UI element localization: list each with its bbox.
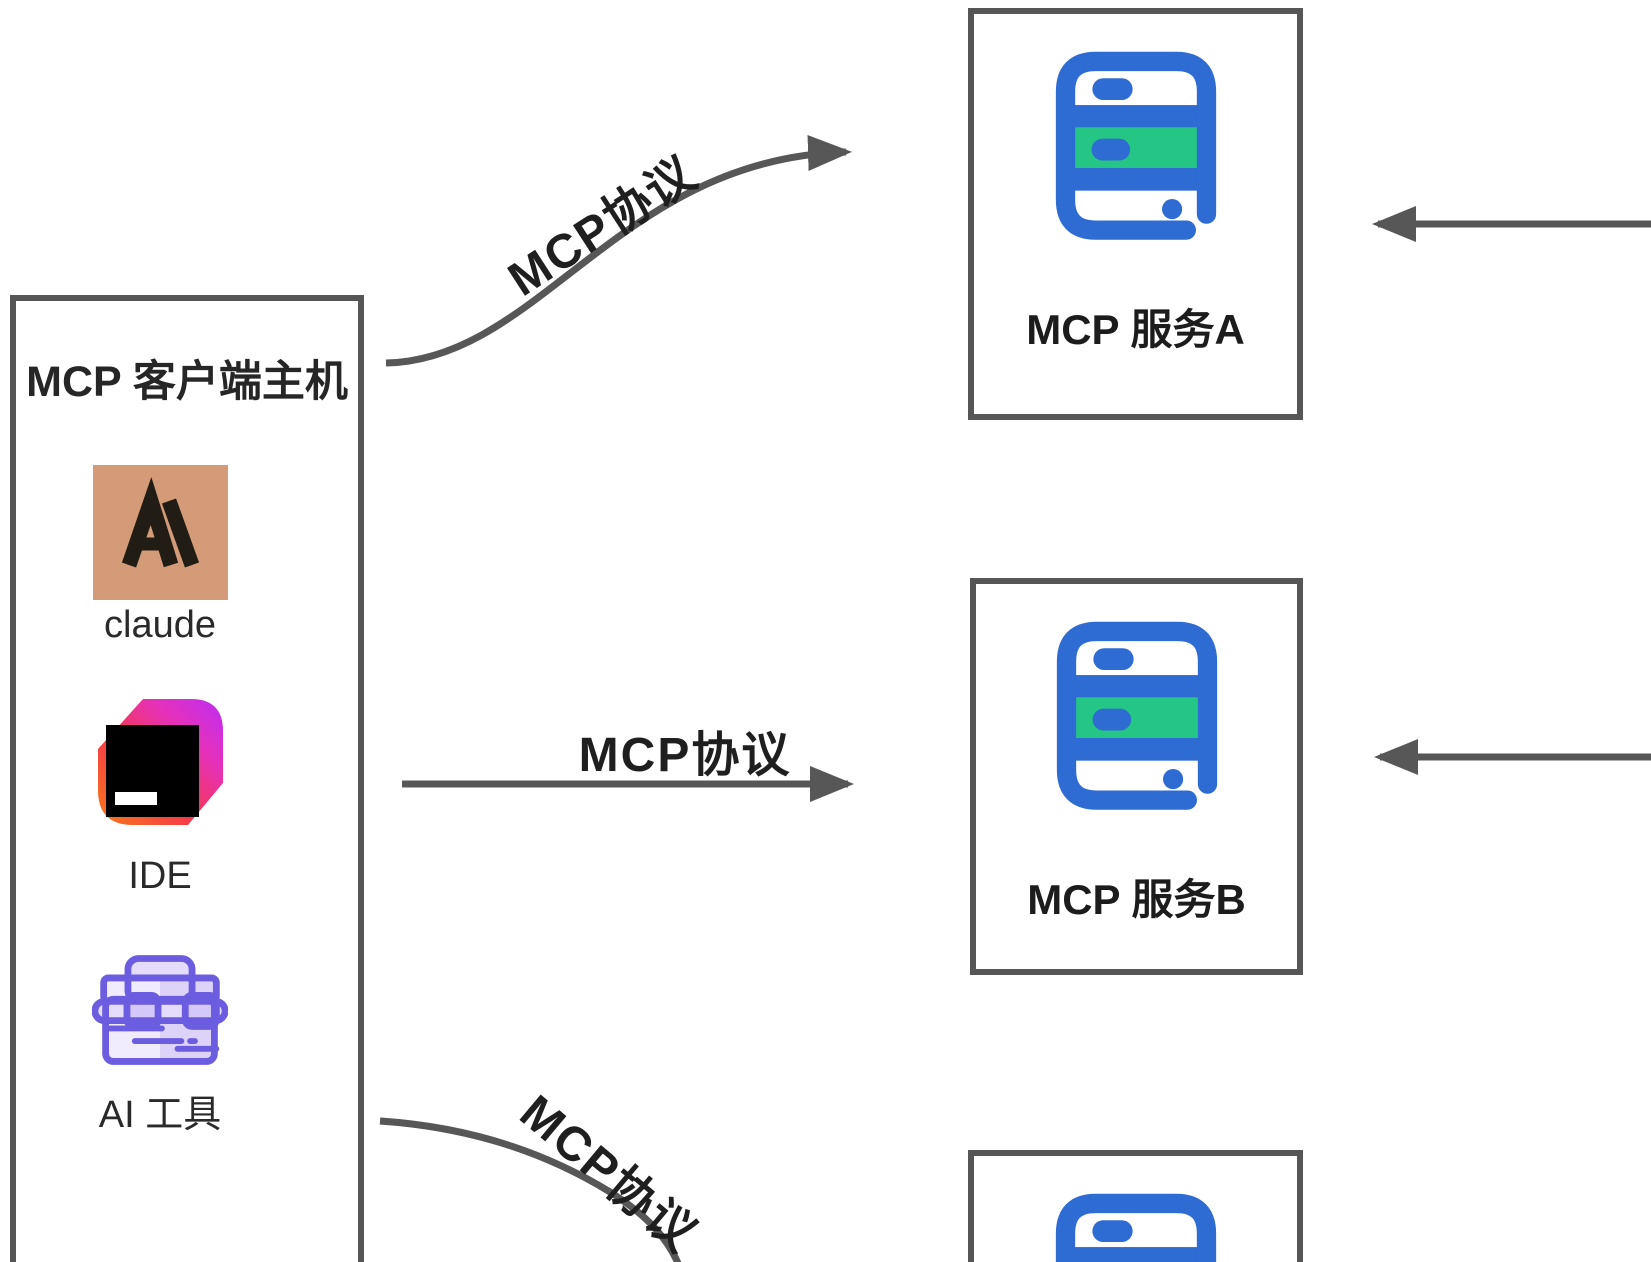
client-item-claude: claude: [75, 465, 245, 647]
server-icon: [1052, 1190, 1220, 1262]
client-host-box: MCP 客户端主机 claude: [10, 295, 364, 1262]
client-item-ai-tools: AI 工具: [75, 950, 245, 1137]
client-host-title: MCP 客户端主机: [26, 358, 348, 406]
client-item-ide: IDE: [75, 687, 245, 898]
server-c-box: [968, 1150, 1303, 1262]
server-b-label: MCP 服务B: [1027, 876, 1246, 923]
client-item-label-claude: claude: [104, 604, 216, 646]
server-a-box: MCP 服务A: [968, 8, 1303, 420]
claude-logo-icon: [92, 465, 228, 600]
edge-label-mcp-protocol-middle: MCP协议: [578, 729, 792, 782]
client-item-label-ide: IDE: [128, 855, 192, 897]
toolbox-icon: [91, 950, 229, 1073]
server-icon: [1052, 48, 1220, 246]
server-b-box: MCP 服务B: [970, 578, 1303, 975]
ide-logo-icon: [85, 687, 235, 842]
arrow-client-to-server-c: [379, 1117, 682, 1262]
arrow-client-to-server-a: [385, 135, 852, 367]
server-icon: [1053, 618, 1221, 816]
server-a-label: MCP 服务A: [1026, 306, 1245, 353]
client-item-label-ai-tools: AI 工具: [98, 1094, 222, 1136]
